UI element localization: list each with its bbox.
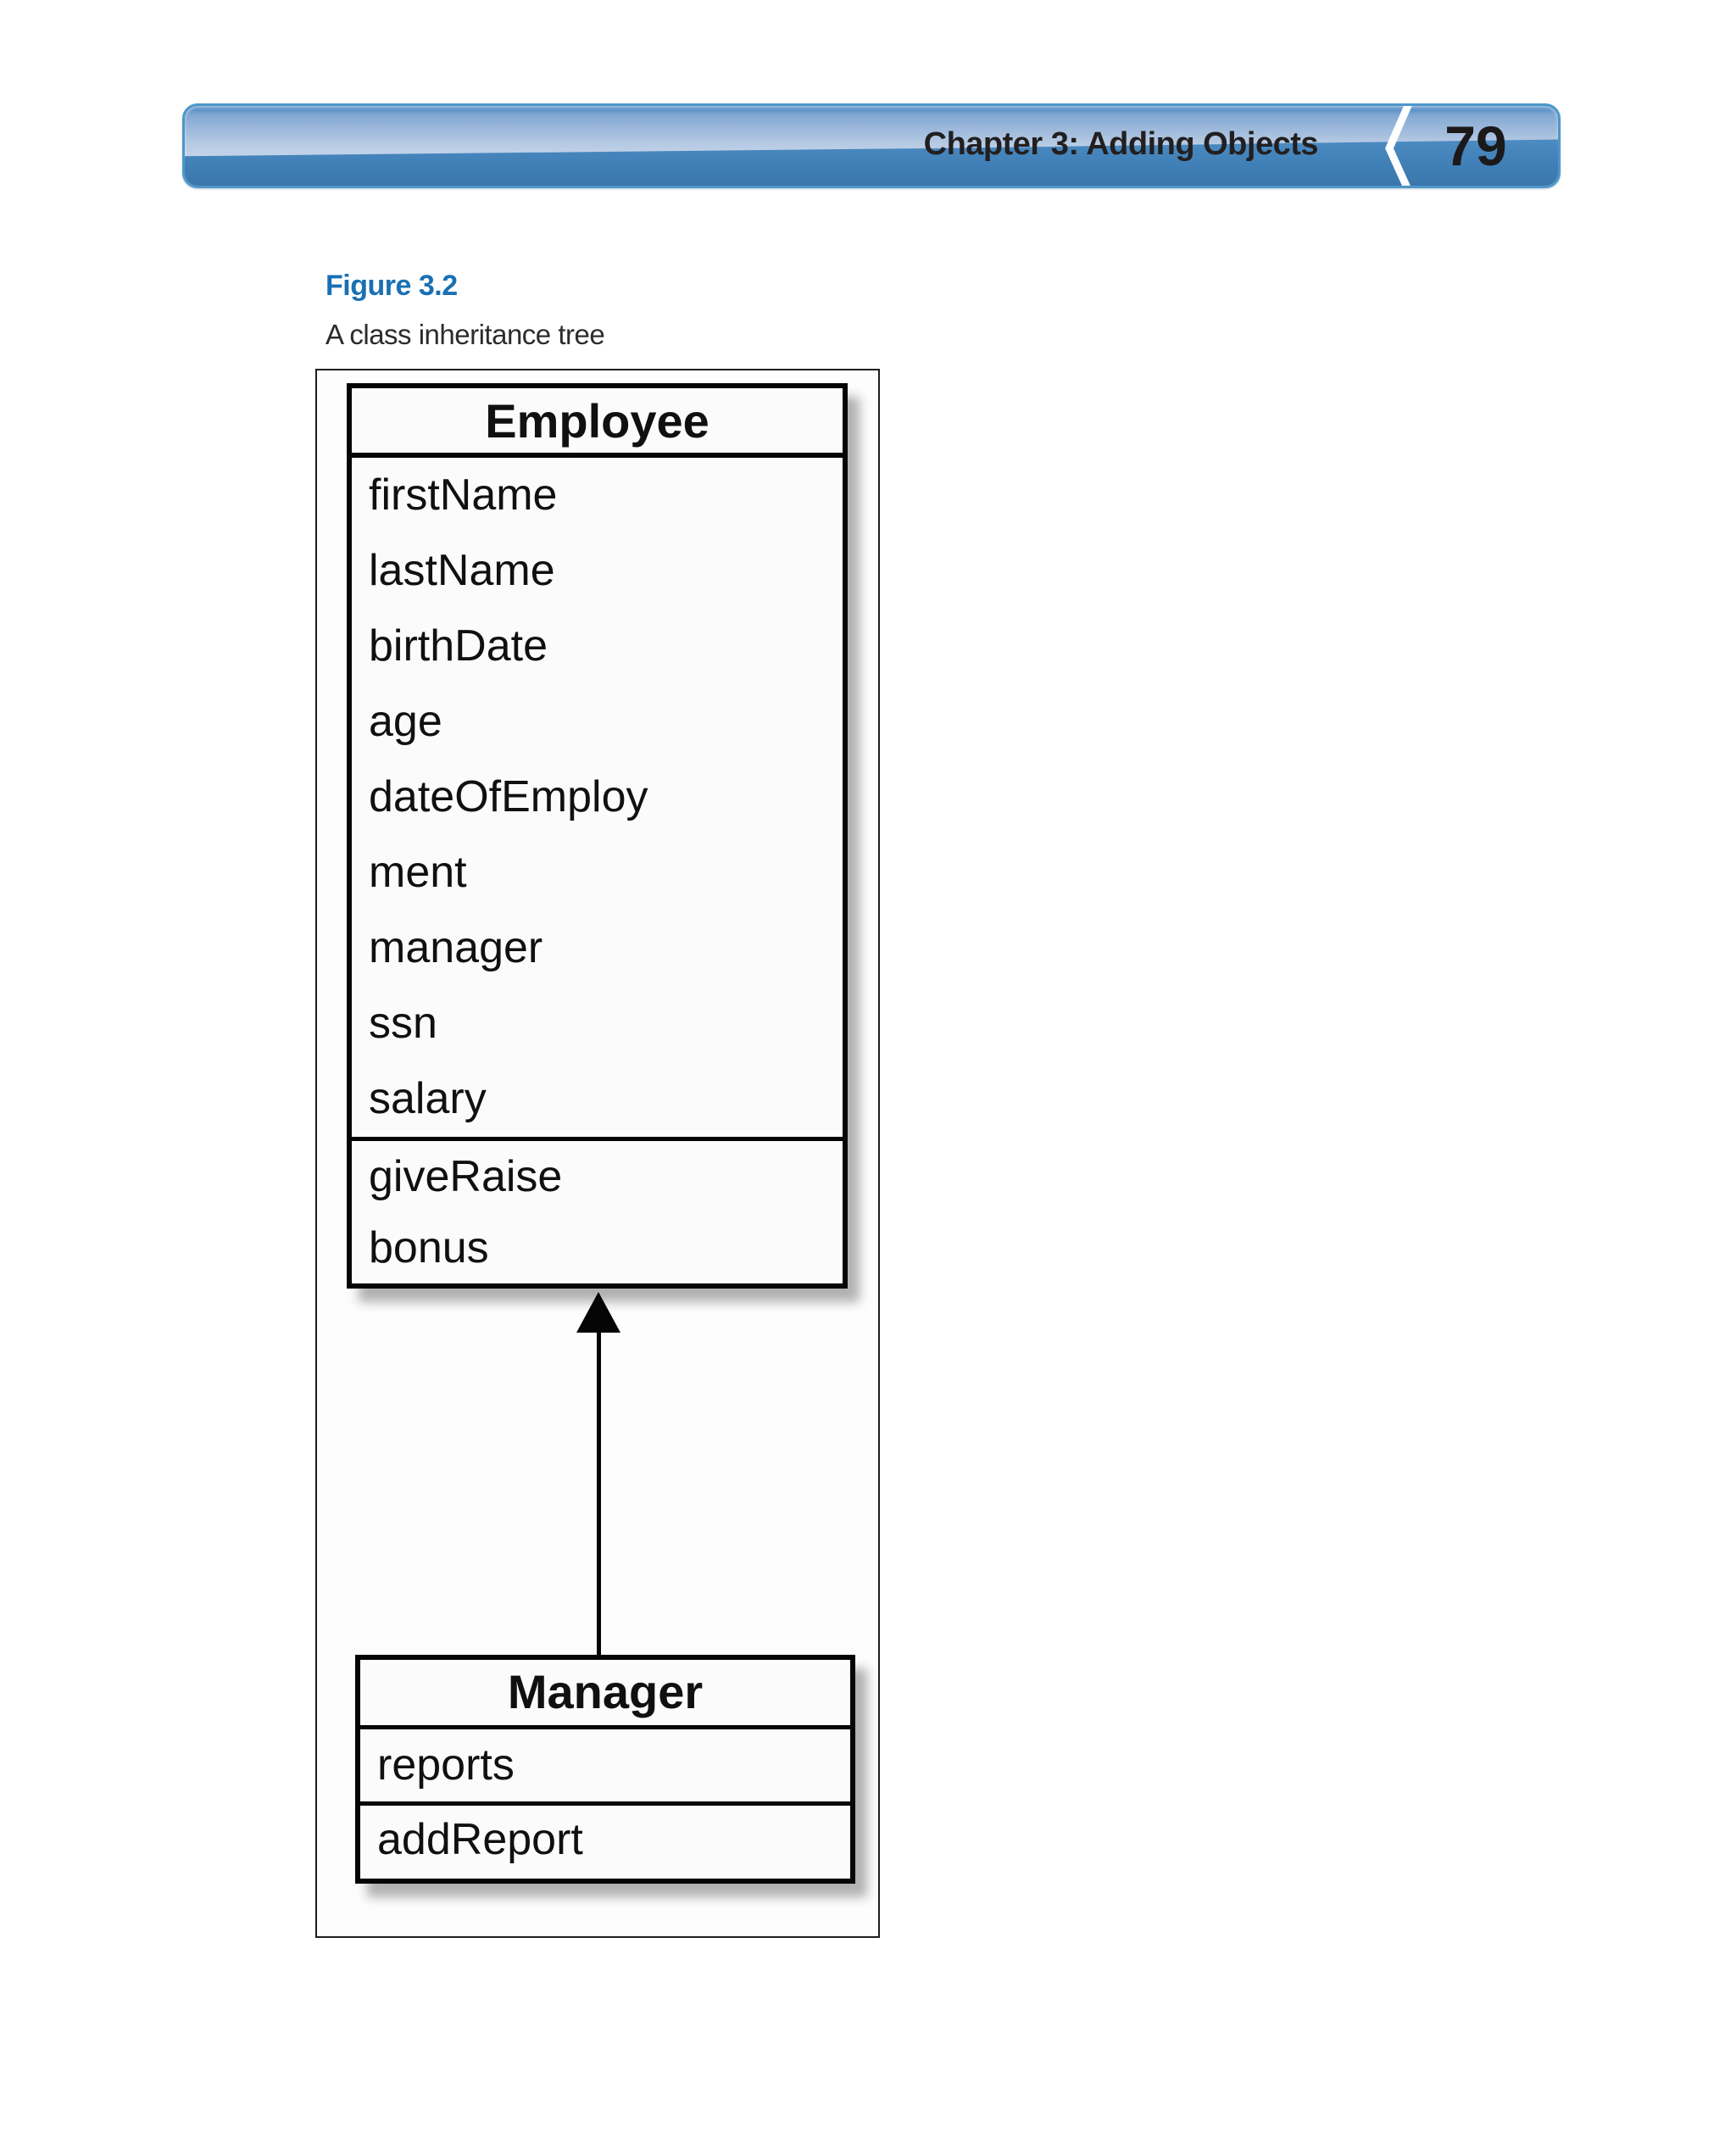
class-attribute: firstName — [369, 470, 558, 520]
class-method: addReport — [377, 1815, 583, 1864]
class-method: giveRaise — [369, 1152, 563, 1201]
employee-methods-section: giveRaise bonus — [352, 1137, 843, 1283]
figure-panel: Employee firstName lastName birthDate age da… — [315, 369, 880, 1938]
page-number: 79 — [1444, 114, 1507, 177]
employee-class-box: Employee firstName lastName birthDate age da… — [347, 383, 848, 1289]
class-attribute: lastName — [369, 546, 555, 595]
chapter-title: Chapter 3: Adding Objects — [923, 125, 1319, 162]
class-attribute: age — [369, 697, 442, 746]
class-attribute: ssn — [369, 999, 437, 1048]
class-attribute: manager — [369, 923, 543, 972]
chapter-header-bar: Chapter 3: Adding Objects 79 — [182, 103, 1561, 188]
class-method: bonus — [369, 1223, 489, 1272]
figure-label: Figure 3.2 — [326, 270, 458, 302]
employee-class-title: Employee — [352, 388, 843, 458]
class-attribute: reports — [360, 1729, 850, 1806]
class-attribute: dateOfEmploy — [369, 772, 648, 821]
manager-class-title: Manager — [360, 1660, 850, 1729]
figure-caption: A class inheritance tree — [326, 319, 605, 350]
header-bar-gloss-wave — [185, 139, 1558, 186]
class-attribute: ment — [369, 848, 467, 897]
manager-class-box: Manager reports addReport — [355, 1655, 855, 1884]
class-attribute: birthDate — [369, 621, 548, 671]
inheritance-arrow-line — [597, 1331, 601, 1656]
class-attribute: salary — [369, 1074, 487, 1123]
inheritance-arrowhead-icon — [576, 1292, 620, 1333]
employee-attributes-section: firstName lastName birthDate age dateOfEmplo… — [352, 458, 843, 1137]
chevron-notch-icon — [1385, 106, 1412, 186]
